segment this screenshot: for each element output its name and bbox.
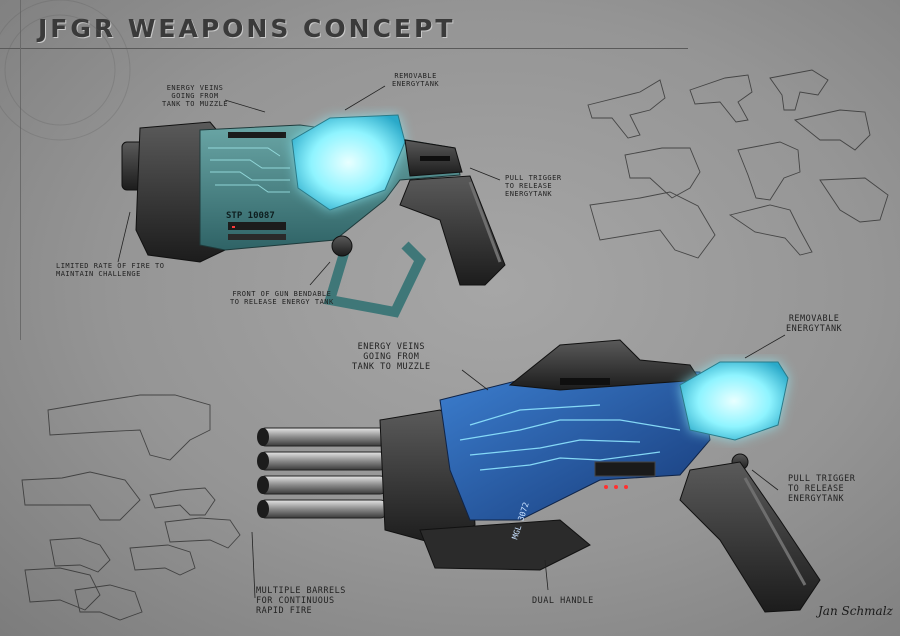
gatling-annotation-removable-tank: REMOVABLE ENERGYTANK: [786, 314, 843, 334]
left-margin-line: [20, 0, 21, 340]
artist-signature: Jan Schmalz: [818, 604, 893, 618]
pistol-weapon: [121, 114, 506, 318]
pistol-annotation-limited-rate: LIMITED RATE OF FIRE TO MAINTAIN CHALLEN…: [56, 262, 165, 278]
pistol-annotation-removable-tank: REMOVABLE ENERGYTANK: [392, 72, 440, 88]
title-underline: [0, 48, 688, 49]
pistol-annotation-energy-veins: ENERGY VEINS GOING FROM TANK TO MUZZLE: [162, 84, 229, 108]
gatling-leader-lines: [251, 334, 786, 599]
gatling-annotation-dual-handle: DUAL HANDLE: [532, 596, 594, 606]
pistol-leader-lines: [117, 85, 501, 286]
gatling-annotation-multiple-barrels: MULTIPLE BARRELS FOR CONTINUOUS RAPID FI…: [256, 586, 346, 616]
gatling-annotation-energy-veins: ENERGY VEINS GOING FROM TANK TO MUZZLE: [352, 342, 431, 372]
pistol-annotation-front-bendable: FRONT OF GUN BENDABLE TO RELEASE ENERGY …: [230, 290, 334, 306]
background-circle-motif: [0, 0, 131, 141]
page-title: JFGR WEAPONS CONCEPT: [38, 14, 456, 43]
gatling-weapon: [257, 339, 821, 613]
thumbnail-sketches: [21, 69, 889, 621]
pistol-annotation-pull-trigger: PULL TRIGGER TO RELEASE ENERGYTANK: [505, 174, 562, 198]
gatling-annotation-pull-trigger: PULL TRIGGER TO RELEASE ENERGYTANK: [788, 474, 856, 504]
pistol-serial-text: STP 10087: [226, 211, 275, 221]
